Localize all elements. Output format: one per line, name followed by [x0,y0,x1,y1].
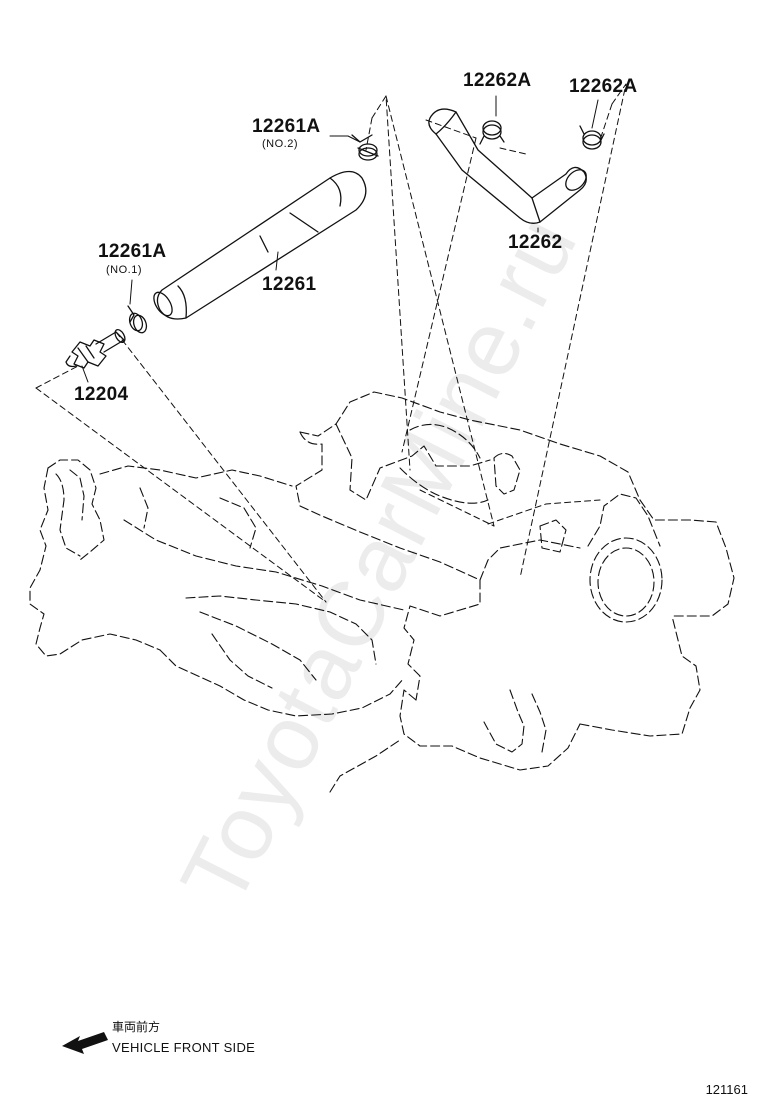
part-label-12261a-no2: 12261A [252,116,321,137]
clip-12262a-left-icon [479,120,505,145]
front-direction-en: VEHICLE FRONT SIDE [112,1040,256,1055]
part-label-12262: 12262 [508,232,563,253]
clip-12261a-no1-icon [127,305,148,334]
part-label-12261: 12261 [262,274,317,295]
part-label-12261a-no1: 12261A [98,241,167,262]
part-note-no2: (NO.2) [262,138,298,150]
hose-12261-icon [153,170,367,320]
part-label-12204: 12204 [74,384,129,405]
arrow-left-icon [62,1032,108,1054]
part-label-12262a-left: 12262A [463,70,532,91]
part-note-no1: (NO.1) [106,264,142,276]
hose-12262-icon [428,108,587,224]
leader-lines [81,95,599,383]
clip-12261a-no2-icon [351,134,379,161]
figure-number: 121161 [705,1082,748,1097]
part-label-12262a-right: 12262A [569,76,638,97]
guide-lines [35,83,627,603]
front-direction-jp: 車両前方 [112,1020,161,1034]
engine-outline-icon [29,391,735,793]
